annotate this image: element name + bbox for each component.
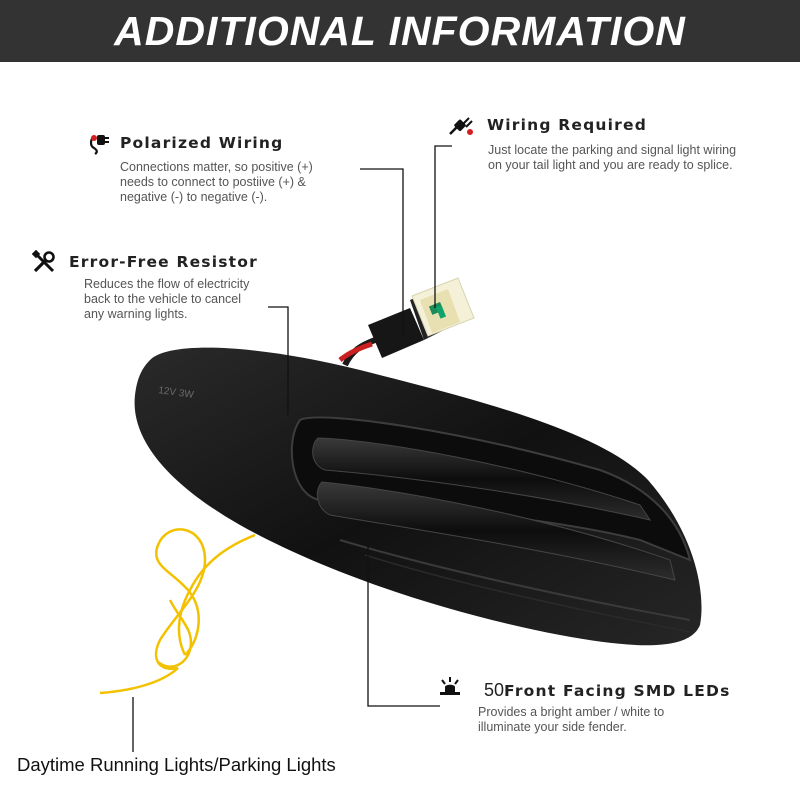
description-line: needs to connect to postiive (+) &	[120, 175, 306, 189]
plug-icon	[448, 116, 476, 143]
wiring-required-description: Just locate the parking and signal light…	[488, 143, 736, 173]
page-title: ADDITIONAL INFORMATION	[114, 8, 686, 54]
error-free-resistor-title: Error-Free Resistor	[69, 253, 258, 271]
footer-caption: Daytime Running Lights/Parking Lights	[17, 754, 336, 775]
description-line: on your tail light and you are ready to …	[488, 158, 733, 172]
smd-leds-title: 50Front Facing SMD LEDs	[484, 680, 731, 701]
description-line: Provides a bright amber / white to	[478, 705, 665, 719]
description-line: back to the vehicle to cancel	[84, 292, 242, 306]
yellow-wire	[99, 528, 256, 695]
description-line: Just locate the parking and signal light…	[488, 143, 737, 157]
header-bar	[0, 0, 800, 62]
polarized-plug-icon	[88, 132, 110, 161]
description-line: illuminate your side fender.	[478, 720, 627, 734]
side-marker-lens: 12V 3W	[134, 347, 702, 646]
red-black-wires	[338, 337, 377, 367]
description-line: Reduces the flow of electricity	[84, 277, 250, 291]
error-free-resistor-description: Reduces the flow of electricity back to …	[84, 277, 249, 322]
wiring-required-title: Wiring Required	[487, 116, 648, 134]
smd-leds-description: Provides a bright amber / white to illum…	[478, 705, 664, 735]
lens-marking: 12V 3W	[158, 385, 195, 401]
polarized-wiring-title: Polarized Wiring	[120, 134, 284, 152]
resistor-board	[411, 277, 475, 337]
led-count: 50	[484, 680, 505, 700]
tools-icon	[31, 249, 56, 279]
led-light-icon	[439, 676, 461, 701]
description-line: negative (-) to negative (-).	[120, 190, 268, 204]
description-line: Connections matter, so positive (+)	[120, 160, 313, 174]
description-line: any warning lights.	[84, 307, 188, 321]
leader-lines	[132, 145, 452, 752]
smd-leds-title-text: Front Facing SMD LEDs	[504, 682, 731, 700]
polarized-wiring-description: Connections matter, so positive (+) need…	[120, 160, 313, 205]
